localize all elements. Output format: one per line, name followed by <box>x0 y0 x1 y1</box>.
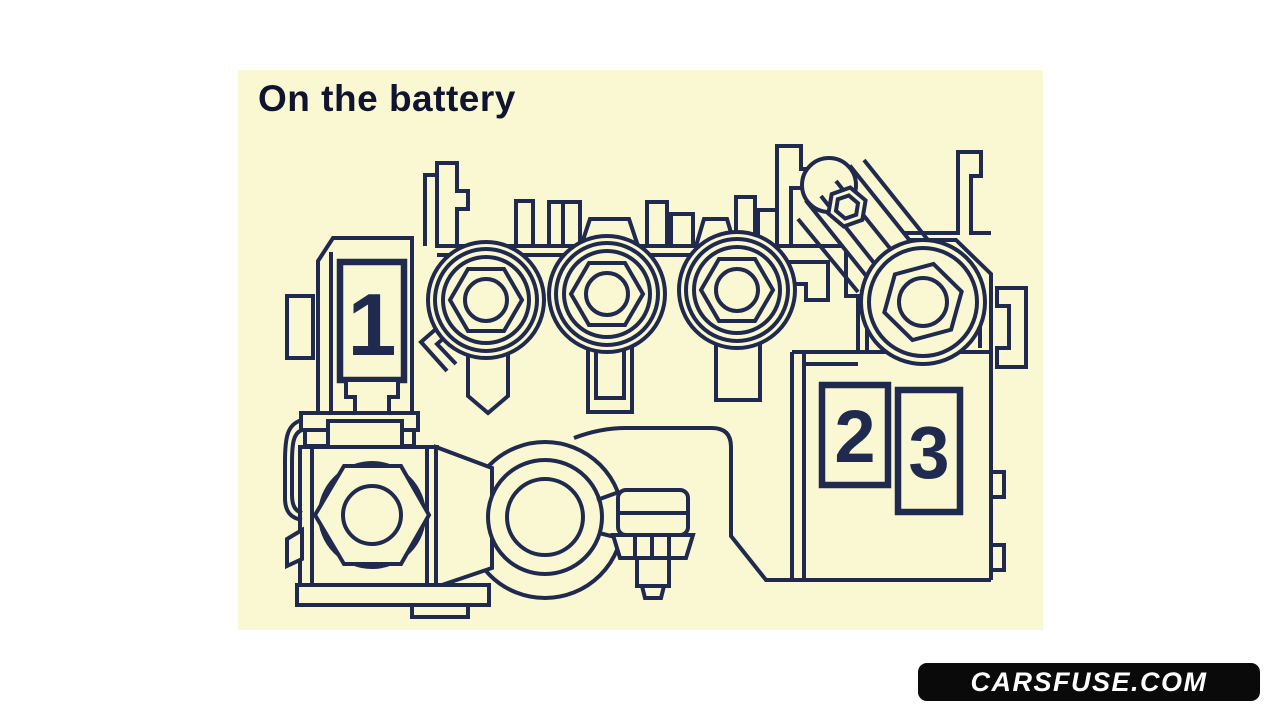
terminal-stud-1 <box>426 240 546 360</box>
page-title: On the battery <box>258 78 516 119</box>
stud-tongues <box>418 313 762 416</box>
rail-end-bracket <box>778 260 830 302</box>
hex-nut-icon <box>447 267 525 333</box>
hex-nut-icon <box>882 261 964 343</box>
fuse-2-label: 2 <box>834 395 875 478</box>
terminal-stud-2 <box>547 234 667 354</box>
fuse-3-label: 3 <box>908 411 949 494</box>
fuse-3-window <box>894 386 964 516</box>
fuse-1-label: 1 <box>348 275 397 374</box>
bracket-right <box>995 286 1028 369</box>
watermark-text: CARSFUSE.COM <box>970 666 1208 697</box>
top-rail <box>423 144 958 257</box>
battery-diagram-panel: On the battery <box>238 70 1043 630</box>
cable-outline <box>573 426 792 582</box>
fuse-1-holder: 1 <box>285 236 420 448</box>
watermark-badge: CARSFUSE.COM <box>918 663 1260 701</box>
battery-fusebox-diagram: 2 3 <box>283 144 1028 619</box>
battery-terminal-clamp <box>283 418 696 619</box>
terminal-4 <box>859 238 987 366</box>
fuse-box-2-3: 2 3 <box>573 312 1006 582</box>
hex-nut-icon <box>698 257 776 323</box>
fuse-2-window <box>818 381 892 489</box>
hex-nut-icon <box>312 464 432 566</box>
terminal-stud-3 <box>677 230 797 350</box>
hex-nut-icon <box>568 261 646 327</box>
